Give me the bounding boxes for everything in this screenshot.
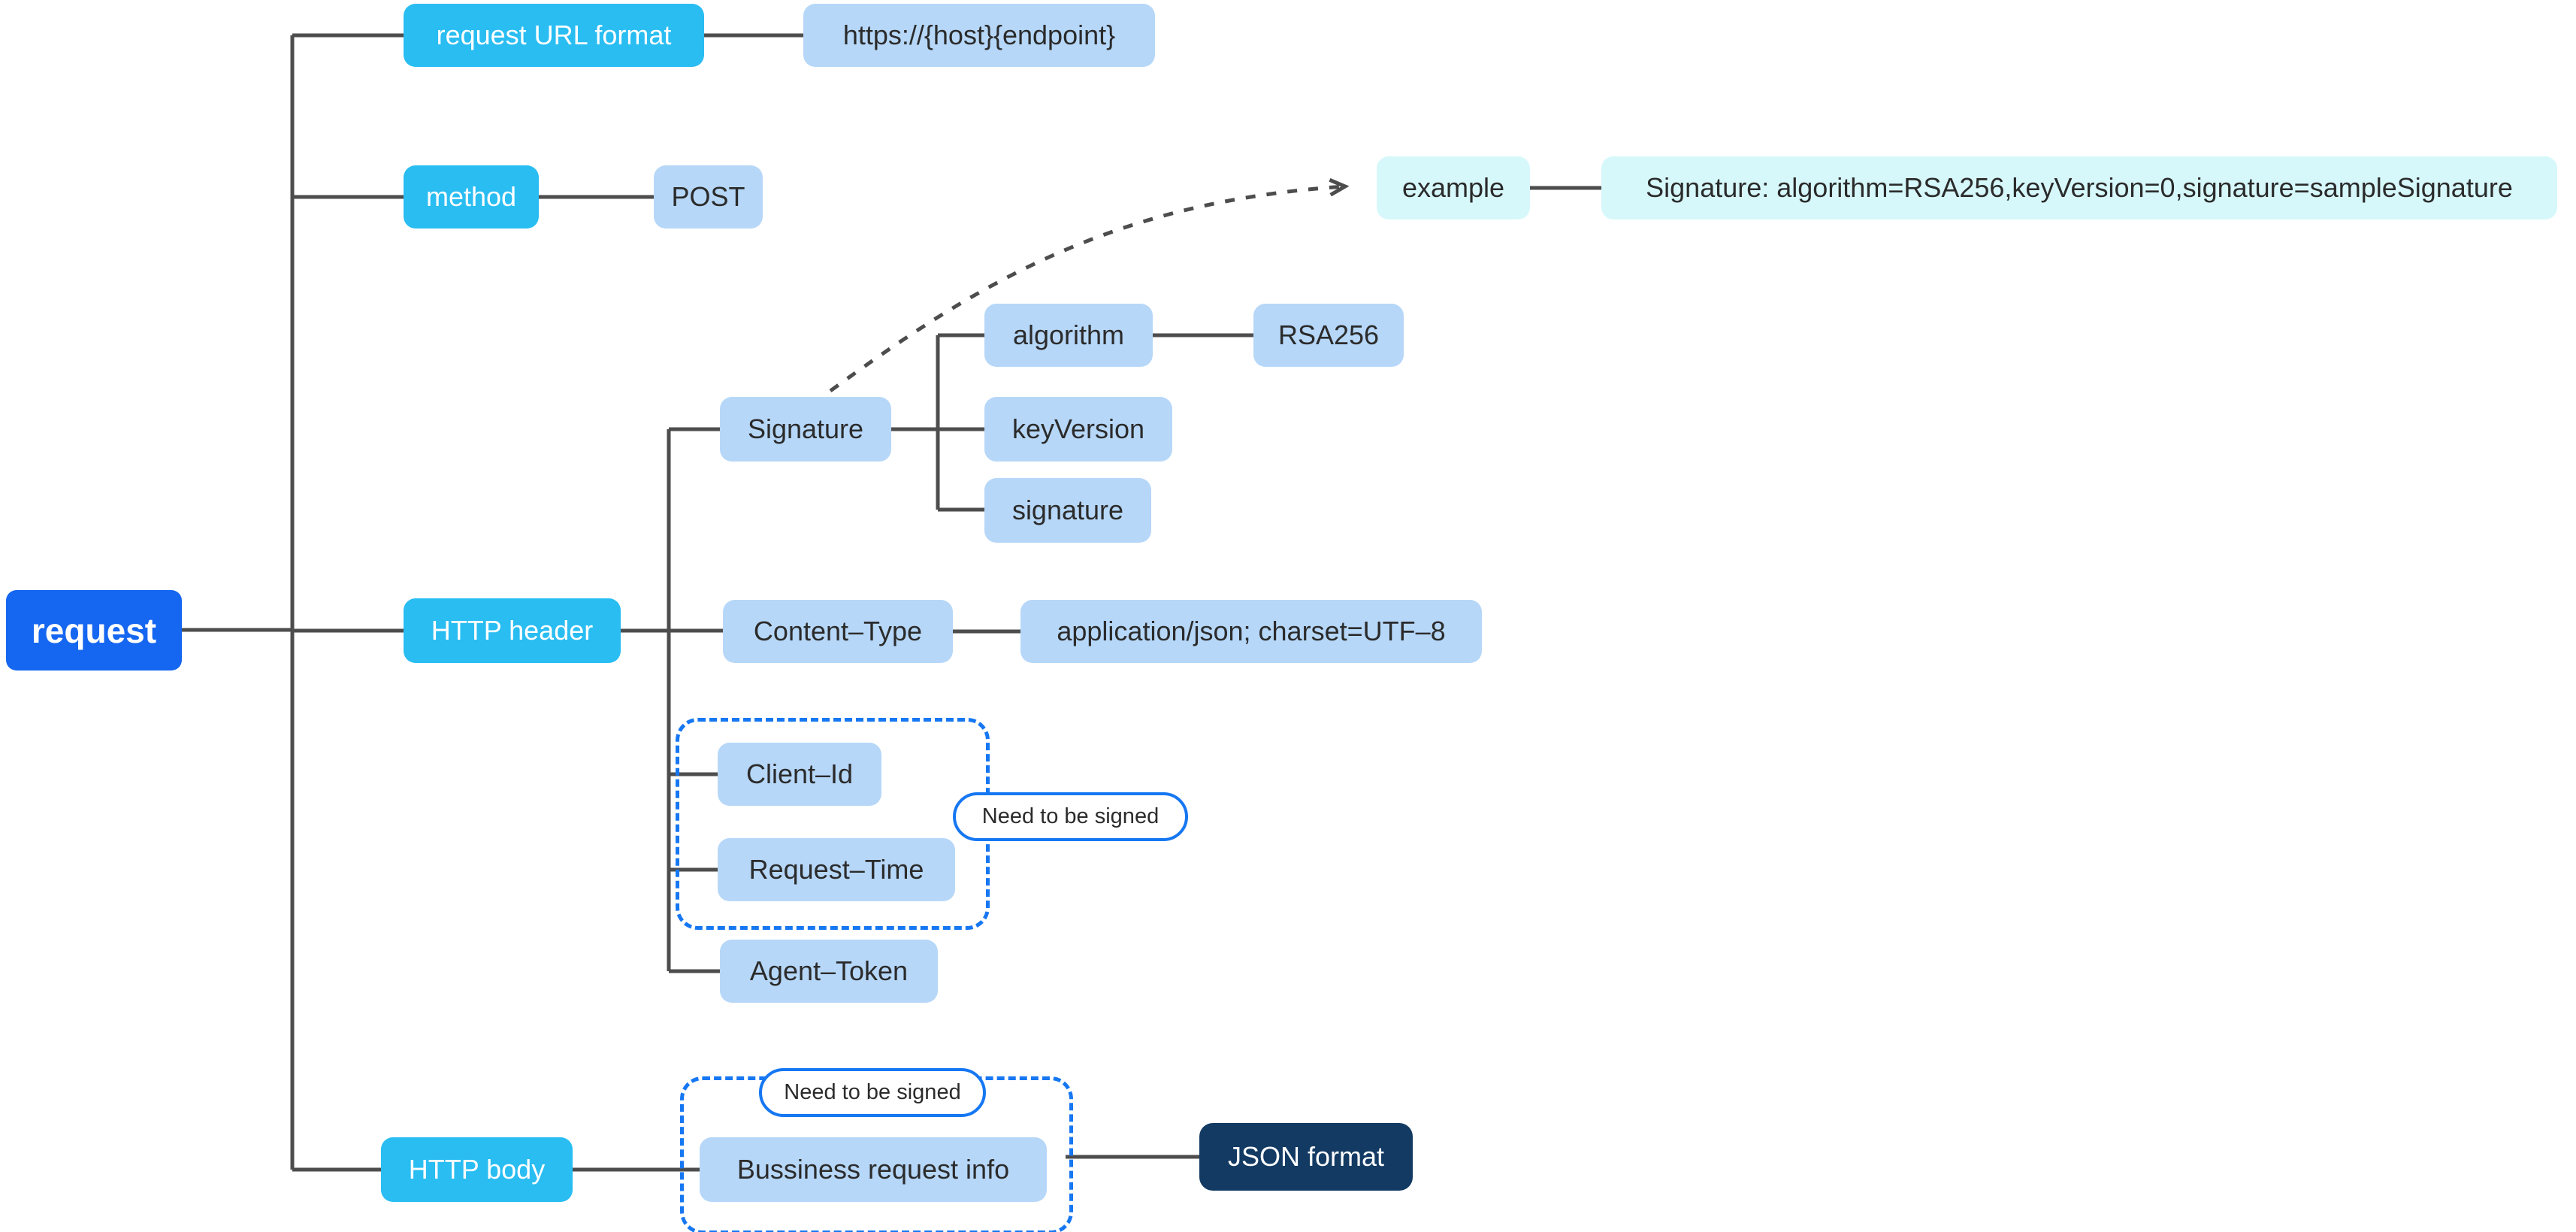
node-request-root: request <box>6 590 182 670</box>
badge-need-signed-header: Need to be signed <box>953 792 1188 841</box>
node-example-value: Signature: algorithm=RSA256,keyVersion=0… <box>1601 156 2557 219</box>
node-content-type-value: application/json; charset=UTF–8 <box>1020 600 1482 663</box>
node-url-format-value: https://{host}{endpoint} <box>803 4 1155 67</box>
node-json-format: JSON format <box>1199 1123 1413 1191</box>
node-method: method <box>404 165 539 229</box>
node-signature-param: signature <box>984 478 1151 543</box>
node-method-value: POST <box>654 165 763 229</box>
node-http-body: HTTP body <box>381 1137 573 1202</box>
node-client-id: Client–Id <box>718 743 881 806</box>
node-agent-token: Agent–Token <box>720 940 938 1003</box>
node-request-time: Request–Time <box>718 838 955 901</box>
node-algorithm-value: RSA256 <box>1253 304 1404 367</box>
node-http-header: HTTP header <box>404 598 621 663</box>
badge-need-signed-body: Need to be signed <box>759 1068 986 1117</box>
node-signature: Signature <box>720 397 891 462</box>
node-business-request-info: Bussiness request info <box>700 1137 1047 1202</box>
dashed-example-arrow-icon <box>829 178 1350 393</box>
node-content-type: Content–Type <box>723 600 953 663</box>
node-request-url-format: request URL format <box>404 4 704 67</box>
node-example: example <box>1377 156 1530 219</box>
node-algorithm: algorithm <box>984 304 1153 367</box>
node-key-version: keyVersion <box>984 397 1172 462</box>
